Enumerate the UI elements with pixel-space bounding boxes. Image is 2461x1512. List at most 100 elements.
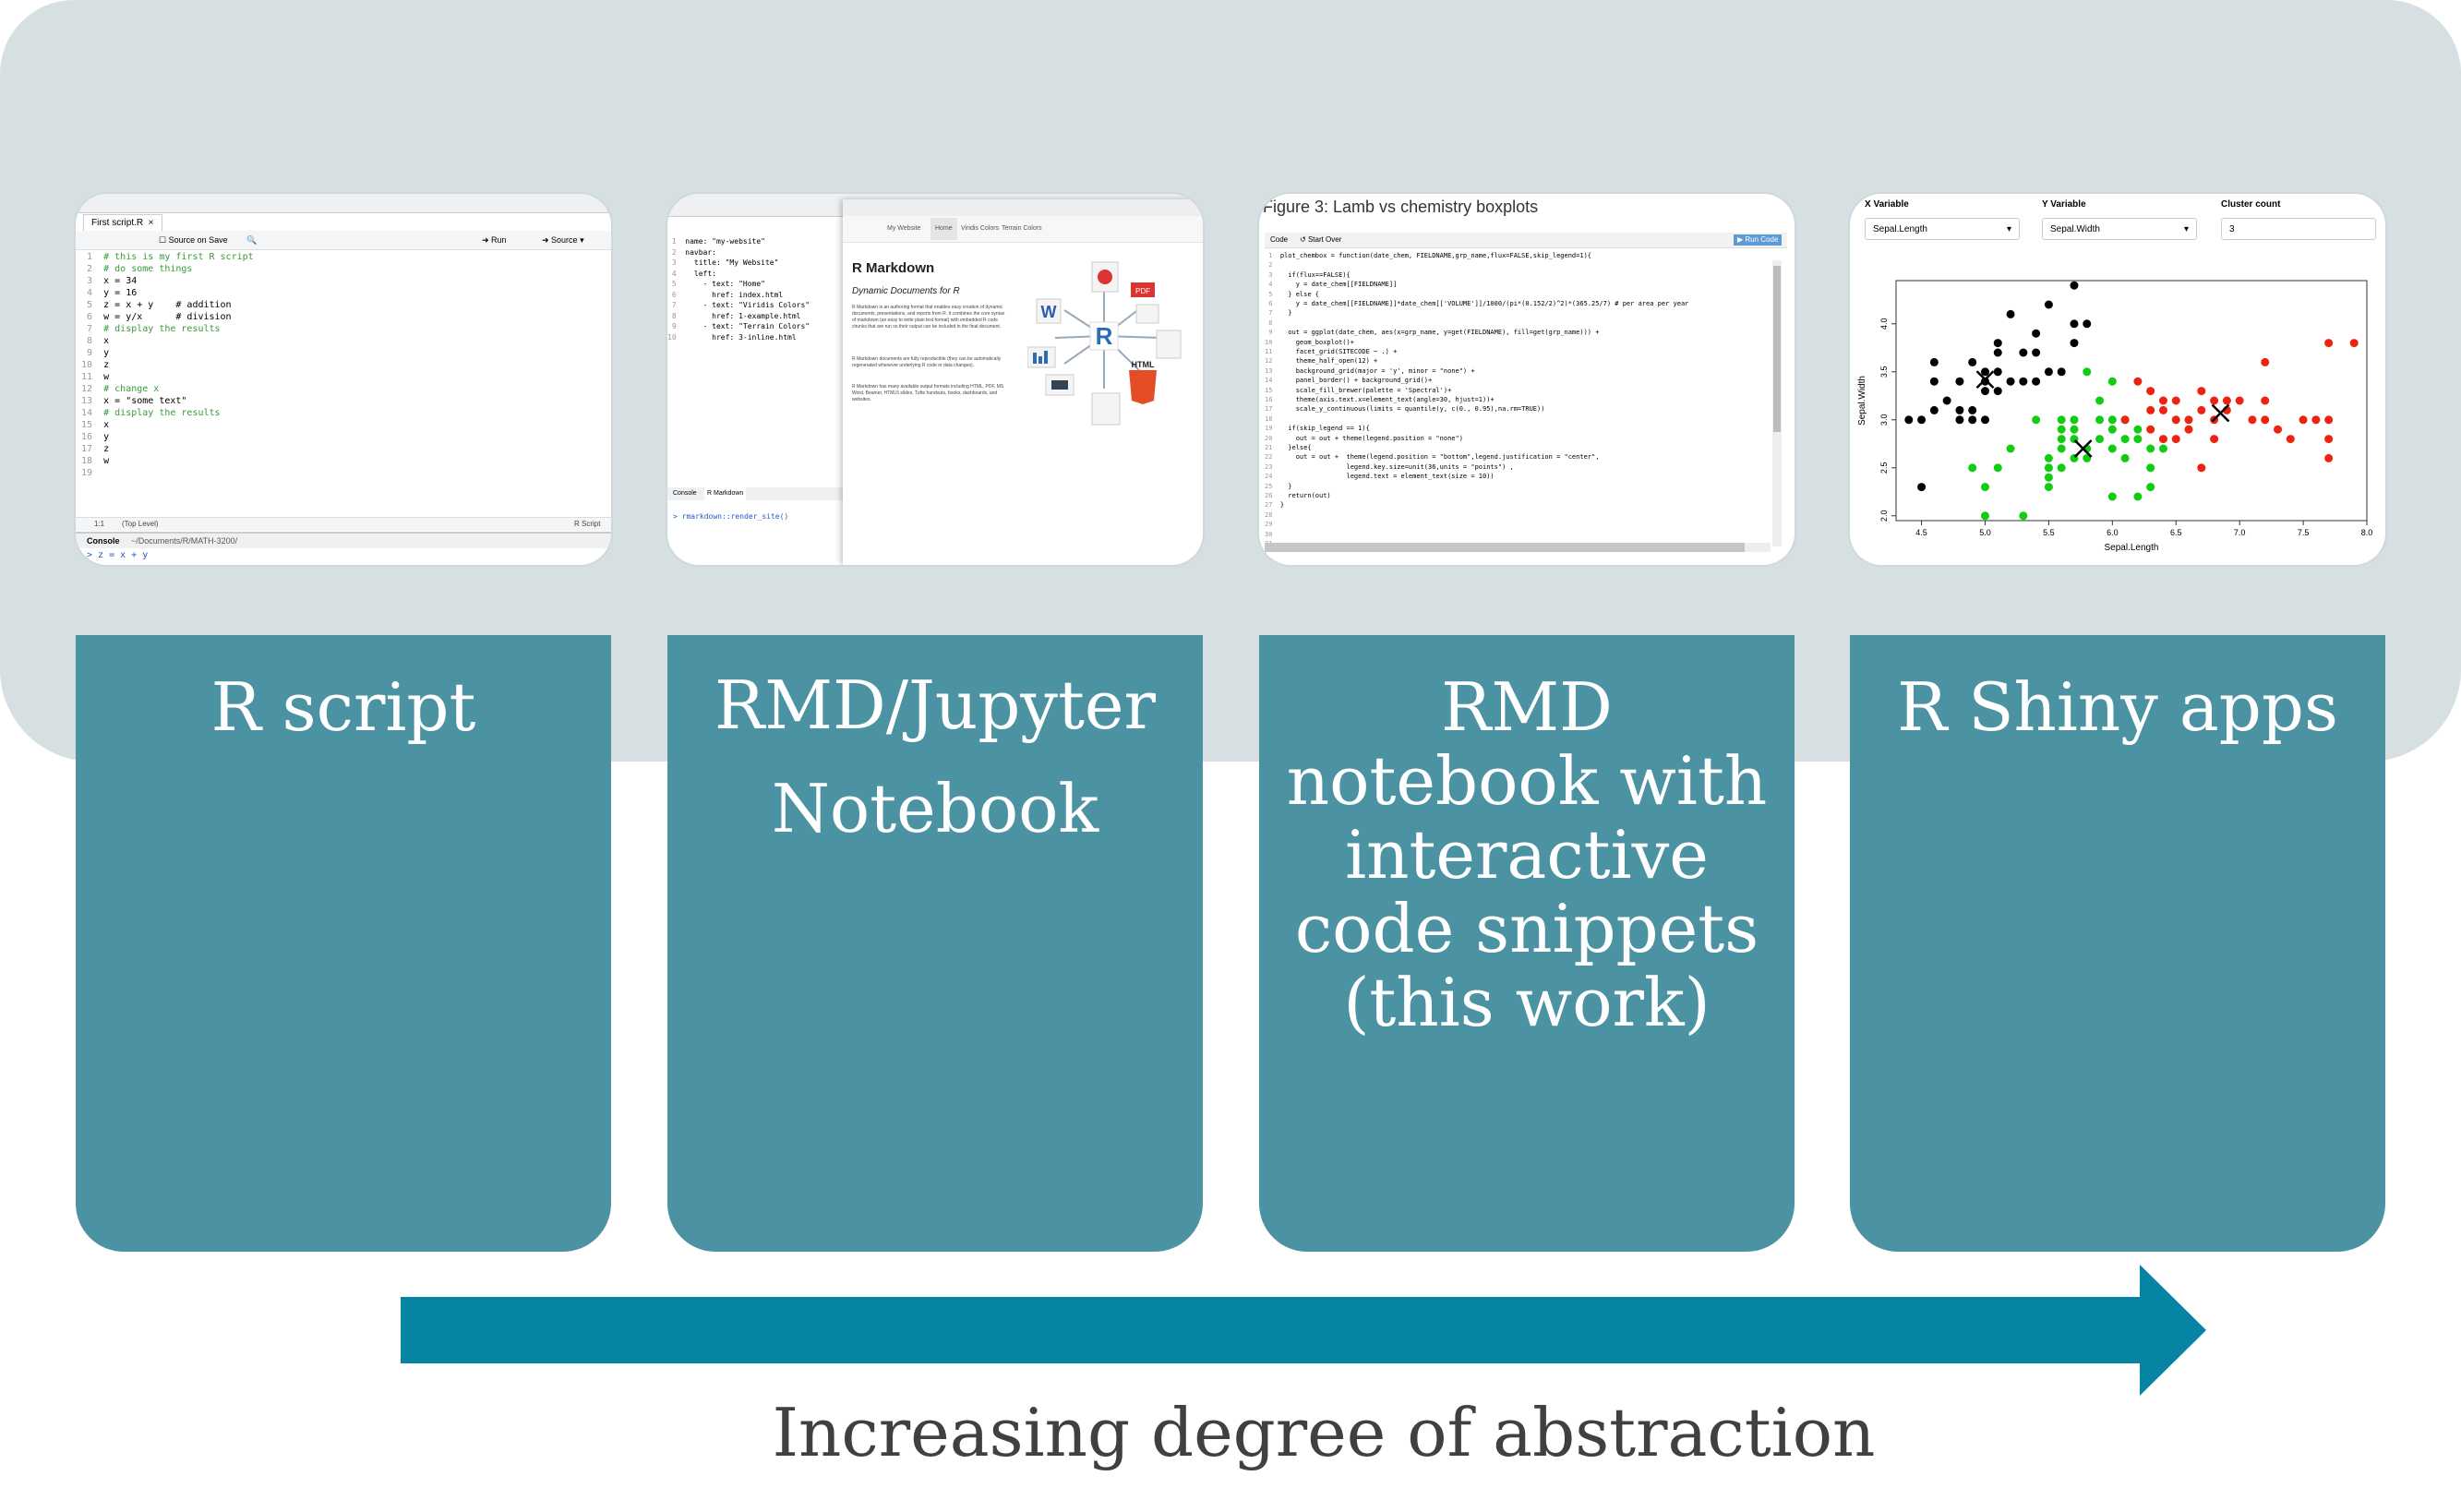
editor-tab[interactable]: First script.R × bbox=[83, 214, 162, 232]
stage-card-rmd-interactive: RMD notebook with interactive code snipp… bbox=[1259, 635, 1795, 1252]
data-point bbox=[2158, 435, 2167, 444]
data-point bbox=[2248, 415, 2257, 425]
x-tick-label: 6.5 bbox=[2170, 528, 2182, 537]
line-number: 11 bbox=[1265, 348, 1280, 355]
site-title[interactable]: My Website bbox=[887, 225, 921, 232]
code-text: legend.text = element_text(size = 10)) bbox=[1279, 473, 1495, 481]
code-line: 3 if(flux==FALSE){ bbox=[1265, 270, 1351, 280]
x-variable-select[interactable]: Sepal.Length ▾ bbox=[1865, 218, 2020, 240]
code-line: 10 geom_boxplot()+ bbox=[1265, 338, 1354, 347]
nav-terrain[interactable]: Terrain Colors bbox=[1002, 225, 1042, 232]
cluster-centroid bbox=[2211, 403, 2230, 423]
source-button[interactable]: ➜ Source ▾ bbox=[542, 235, 584, 245]
code-line: 12 theme_half_open(12) + bbox=[1265, 356, 1377, 366]
y-tick-label: 3.0 bbox=[1879, 414, 1889, 426]
code-line: 29 bbox=[1265, 520, 1280, 529]
line-number: 29 bbox=[1265, 521, 1280, 529]
code-line: 17 z bbox=[76, 443, 109, 455]
arrow-label: Increasing degree of abstraction bbox=[772, 1394, 1876, 1471]
data-point bbox=[2184, 425, 2193, 434]
tab-console[interactable]: Console bbox=[673, 490, 697, 497]
nav-home[interactable]: Home bbox=[930, 218, 957, 240]
data-point bbox=[2006, 444, 2015, 453]
line-number: 3 bbox=[667, 258, 686, 267]
tab-code[interactable]: Code bbox=[1270, 235, 1289, 244]
data-point bbox=[2197, 405, 2206, 414]
data-point bbox=[2210, 396, 2219, 405]
line-number: 10 bbox=[76, 360, 104, 370]
code-text: # display the results bbox=[103, 408, 221, 418]
rmarkdown-website-screenshot: 1 name: "my-website" 2 navbar: 3 title: … bbox=[667, 194, 1203, 565]
rstudio-script-screenshot: First script.R × ☐ Source on Save 🔍 ➜ Ru… bbox=[76, 194, 611, 565]
data-point bbox=[2057, 435, 2066, 444]
page-heading: R Markdown bbox=[852, 260, 935, 276]
data-point bbox=[1993, 339, 2002, 348]
nav-viridis[interactable]: Viridis Colors bbox=[961, 225, 1000, 232]
cluster-count-input[interactable]: 3 bbox=[2221, 218, 2376, 240]
data-point bbox=[2158, 396, 2167, 405]
data-point bbox=[1980, 511, 1989, 521]
code-editor[interactable]: 1 # this is my first R script 2 # do som… bbox=[76, 251, 611, 519]
line-number: 14 bbox=[1265, 377, 1280, 385]
line-number: 19 bbox=[76, 468, 104, 478]
code-text: # do some things bbox=[103, 264, 193, 274]
book-icon bbox=[1091, 392, 1121, 426]
tab-rmarkdown[interactable]: R Markdown bbox=[704, 487, 747, 500]
preview-window: My Website Home Viridis Colors Terrain C… bbox=[843, 199, 1203, 565]
code-editor[interactable]: 1 plot_chembox = function(date_chem, FIE… bbox=[1265, 251, 1771, 551]
vertical-scrollbar[interactable] bbox=[1772, 260, 1782, 546]
data-point bbox=[2070, 339, 2079, 348]
code-line: 27 } bbox=[1265, 500, 1284, 510]
code-line: 1 # this is my first R script bbox=[76, 251, 254, 263]
code-line: 14 panel_border() + background_grid()+ bbox=[1265, 376, 1432, 385]
code-text: out = out + theme(legend.position = "non… bbox=[1279, 434, 1463, 442]
data-point bbox=[1980, 377, 1989, 386]
code-line: 10 z bbox=[76, 359, 109, 371]
run-button[interactable]: ➜ Run bbox=[482, 235, 507, 245]
horizontal-scrollbar[interactable] bbox=[1265, 543, 1771, 552]
code-line: 28 bbox=[1265, 510, 1280, 520]
data-point bbox=[2197, 463, 2206, 473]
data-point bbox=[2032, 329, 2041, 338]
code-line: 8 bbox=[1265, 318, 1280, 328]
data-point bbox=[1993, 387, 2002, 396]
code-text: w bbox=[103, 372, 110, 382]
source-on-save-checkbox[interactable]: ☐ Source on Save bbox=[159, 235, 228, 245]
line-number: 28 bbox=[1265, 510, 1280, 519]
code-line: 2 navbar: bbox=[667, 247, 716, 258]
line-number: 24 bbox=[1265, 473, 1280, 481]
search-icon[interactable]: 🔍 bbox=[246, 235, 258, 245]
code-line: 14 # display the results bbox=[76, 407, 221, 419]
data-point bbox=[2070, 415, 2079, 425]
data-point bbox=[2107, 492, 2117, 501]
close-icon[interactable]: × bbox=[145, 218, 154, 228]
data-point bbox=[2324, 453, 2334, 462]
run-code-button[interactable]: ▶ Run Code bbox=[1734, 234, 1783, 246]
line-number: 5 bbox=[1265, 290, 1280, 298]
scope-indicator: (Top Level) bbox=[122, 520, 159, 528]
line-number: 15 bbox=[1265, 386, 1280, 394]
page-subheading: Dynamic Documents for R bbox=[852, 286, 960, 296]
code-line: 16 y bbox=[76, 431, 109, 443]
data-point bbox=[2107, 377, 2117, 386]
line-number: 30 bbox=[1265, 530, 1280, 538]
code-text: scale_fill_brewer(palette = 'Spectral')+ bbox=[1279, 386, 1452, 394]
line-number: 8 bbox=[667, 311, 686, 320]
yaml-editor[interactable]: 1 name: "my-website" 2 navbar: 3 title: … bbox=[667, 236, 843, 476]
code-text: legend.key.size=unit(36,units = "points"… bbox=[1279, 462, 1514, 471]
data-point bbox=[1993, 348, 2002, 357]
cluster-count-value: 3 bbox=[2229, 224, 2235, 234]
data-point bbox=[2057, 463, 2066, 473]
slides-icon bbox=[1156, 330, 1182, 359]
line-number: 7 bbox=[76, 324, 104, 334]
code-text: y = date_chem[[FIELDNAME]] bbox=[1279, 281, 1398, 289]
y-variable-select[interactable]: Sepal.Width ▾ bbox=[2042, 218, 2197, 240]
start-over-button[interactable]: ↺ Start Over bbox=[1300, 235, 1342, 244]
code-text: out = out + theme(legend.position = "bot… bbox=[1279, 453, 1600, 462]
data-point bbox=[2171, 415, 2180, 425]
data-point bbox=[2261, 396, 2270, 405]
data-point bbox=[2083, 319, 2092, 329]
data-point bbox=[2235, 396, 2244, 405]
code-text: background_grid(major = 'y', minor = "no… bbox=[1279, 366, 1475, 375]
